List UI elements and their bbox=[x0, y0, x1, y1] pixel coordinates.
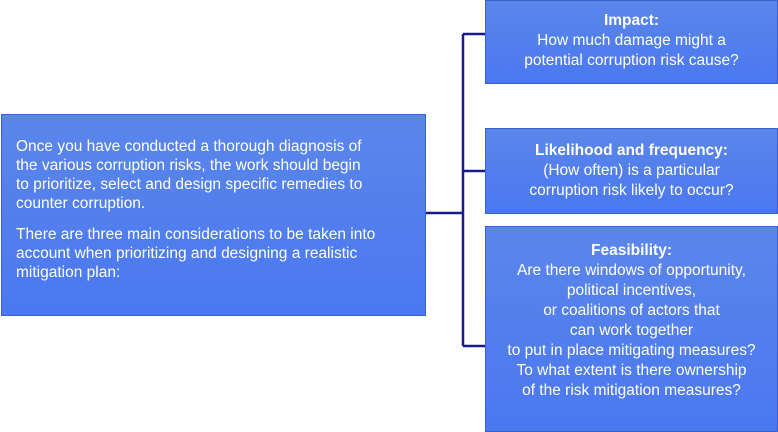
likelihood-title: Likelihood and frequency: bbox=[535, 142, 728, 159]
feasibility-line: political incentives, bbox=[566, 282, 697, 299]
feasibility-line: can work together bbox=[569, 322, 694, 339]
intro-line: to prioritize, select and design specifi… bbox=[16, 176, 363, 193]
feasibility-line: Are there windows of opportunity, bbox=[517, 262, 746, 279]
intro-paragraph-2: There are three main considerations to b… bbox=[16, 225, 413, 282]
intro-line: the various corruption risks, the work s… bbox=[16, 157, 361, 174]
feasibility-line: or coalitions of actors that bbox=[543, 302, 720, 319]
feasibility-box: Feasibility: Are there windows of opport… bbox=[485, 226, 778, 432]
likelihood-line: corruption risk likely to occur? bbox=[529, 182, 734, 199]
intro-line: account when prioritizing and designing … bbox=[16, 245, 358, 262]
feasibility-line: To what extent is there ownership bbox=[516, 362, 747, 379]
feasibility-title: Feasibility: bbox=[591, 242, 672, 259]
intro-line: counter corruption. bbox=[16, 195, 146, 212]
intro-line: Once you have conducted a thorough diagn… bbox=[16, 138, 362, 155]
impact-title: Impact: bbox=[603, 12, 660, 29]
impact-line: potential corruption risk cause? bbox=[524, 52, 739, 69]
impact-line: How much damage might a bbox=[537, 32, 726, 49]
intro-line: There are three main considerations to b… bbox=[16, 226, 376, 243]
intro-paragraph-1: Once you have conducted a thorough diagn… bbox=[16, 137, 413, 213]
intro-box: Once you have conducted a thorough diagn… bbox=[1, 114, 426, 316]
feasibility-line: of the risk mitigation measures? bbox=[522, 382, 741, 399]
likelihood-box: Likelihood and frequency: (How often) is… bbox=[485, 128, 778, 214]
feasibility-line: to put in place mitigating measures? bbox=[507, 342, 756, 359]
likelihood-line: (How often) is a particular bbox=[543, 162, 720, 179]
intro-line: mitigation plan: bbox=[16, 264, 121, 281]
impact-box: Impact: How much damage might a potentia… bbox=[485, 0, 778, 84]
